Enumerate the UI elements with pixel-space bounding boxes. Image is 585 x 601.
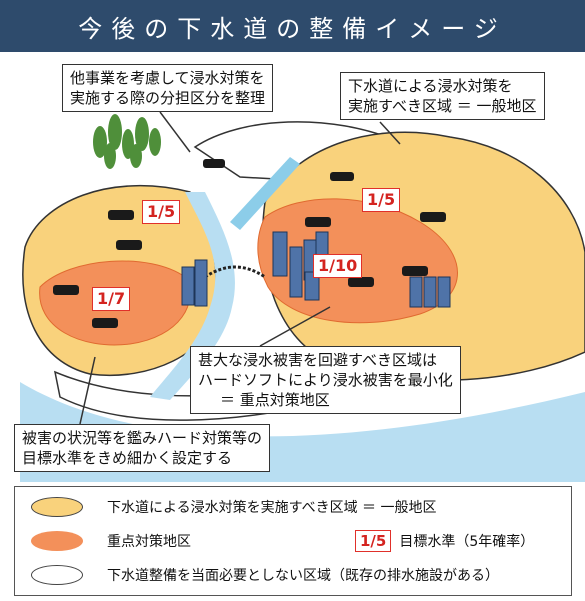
forest <box>93 114 161 169</box>
rate-right-general: 1/5 <box>362 188 401 212</box>
legend-priority-label: 重点対策地区 <box>107 534 191 550</box>
legend-unneeded-row: 下水道整備を当面必要としない区域（既存の排水施設がある） <box>15 563 499 587</box>
callout-top-right-line1: 下水道による浸水対策を <box>348 77 513 95</box>
callout-center: 甚大な浸水被害を回避すべき区域は ハードソフトにより浸水被害を最小化 ＝ 重点対… <box>190 346 461 414</box>
rate-left-general: 1/5 <box>142 200 181 224</box>
callout-bottom-left-line2: 目標水準をきめ細かく設定する <box>22 449 233 467</box>
pointer-center <box>259 306 331 347</box>
rate-left-priority: 1/7 <box>92 287 131 311</box>
callout-top-right-line2: 実施すべき区域 ＝ 一般地区 <box>348 97 537 115</box>
pointer-top-left <box>159 111 191 153</box>
callout-center-line2: ハードソフトにより浸水被害を最小化 <box>198 371 453 389</box>
priority-area-swatch <box>31 531 83 551</box>
unneeded-area-swatch <box>31 565 83 585</box>
legend-general-label: 下水道による浸水対策を実施すべき区域 ＝ 一般地区 <box>107 500 437 516</box>
legend: 下水道による浸水対策を実施すべき区域 ＝ 一般地区 重点対策地区 1/5 目標水… <box>14 486 572 596</box>
legend-unneeded-label: 下水道整備を当面必要としない区域（既存の排水施設がある） <box>107 568 499 584</box>
general-area-swatch <box>31 497 83 517</box>
legend-priority-row: 重点対策地区 1/5 目標水準（5年確率） <box>15 529 571 553</box>
callout-top-left: 他事業を考慮して浸水対策を 実施する際の分担区分を整理 <box>62 64 274 112</box>
canal <box>230 157 300 230</box>
callout-top-left-line1: 他事業を考慮して浸水対策を <box>70 69 265 87</box>
house-clusters <box>53 159 446 328</box>
rate-right-priority: 1/10 <box>313 254 363 278</box>
callout-center-line1: 甚大な浸水被害を回避すべき区域は <box>198 351 437 369</box>
callout-bottom-left: 被害の状況等を鑑みハード対策等の 目標水準をきめ細かく設定する <box>14 424 271 472</box>
river <box>150 192 235 400</box>
callout-bottom-left-line1: 被害の状況等を鑑みハード対策等の <box>22 429 263 447</box>
legend-rate-sample: 1/5 <box>355 530 392 552</box>
legend-general-row: 下水道による浸水対策を実施すべき区域 ＝ 一般地区 <box>15 495 437 519</box>
page-title: 今後の下水道の整備イメージ <box>0 0 585 52</box>
legend-rate-label: 目標水準（5年確率） <box>399 534 535 550</box>
callout-top-left-line2: 実施する際の分担区分を整理 <box>70 89 266 107</box>
callout-center-line3: ＝ 重点対策地区 <box>220 391 330 409</box>
pointer-bottom-left <box>79 356 96 425</box>
bridge <box>204 265 266 279</box>
callout-top-right: 下水道による浸水対策を 実施すべき区域 ＝ 一般地区 <box>340 72 545 120</box>
pointer-top-right <box>379 121 401 145</box>
diagram-map: 他事業を考慮して浸水対策を 実施する際の分担区分を整理 下水道による浸水対策を … <box>0 52 585 482</box>
